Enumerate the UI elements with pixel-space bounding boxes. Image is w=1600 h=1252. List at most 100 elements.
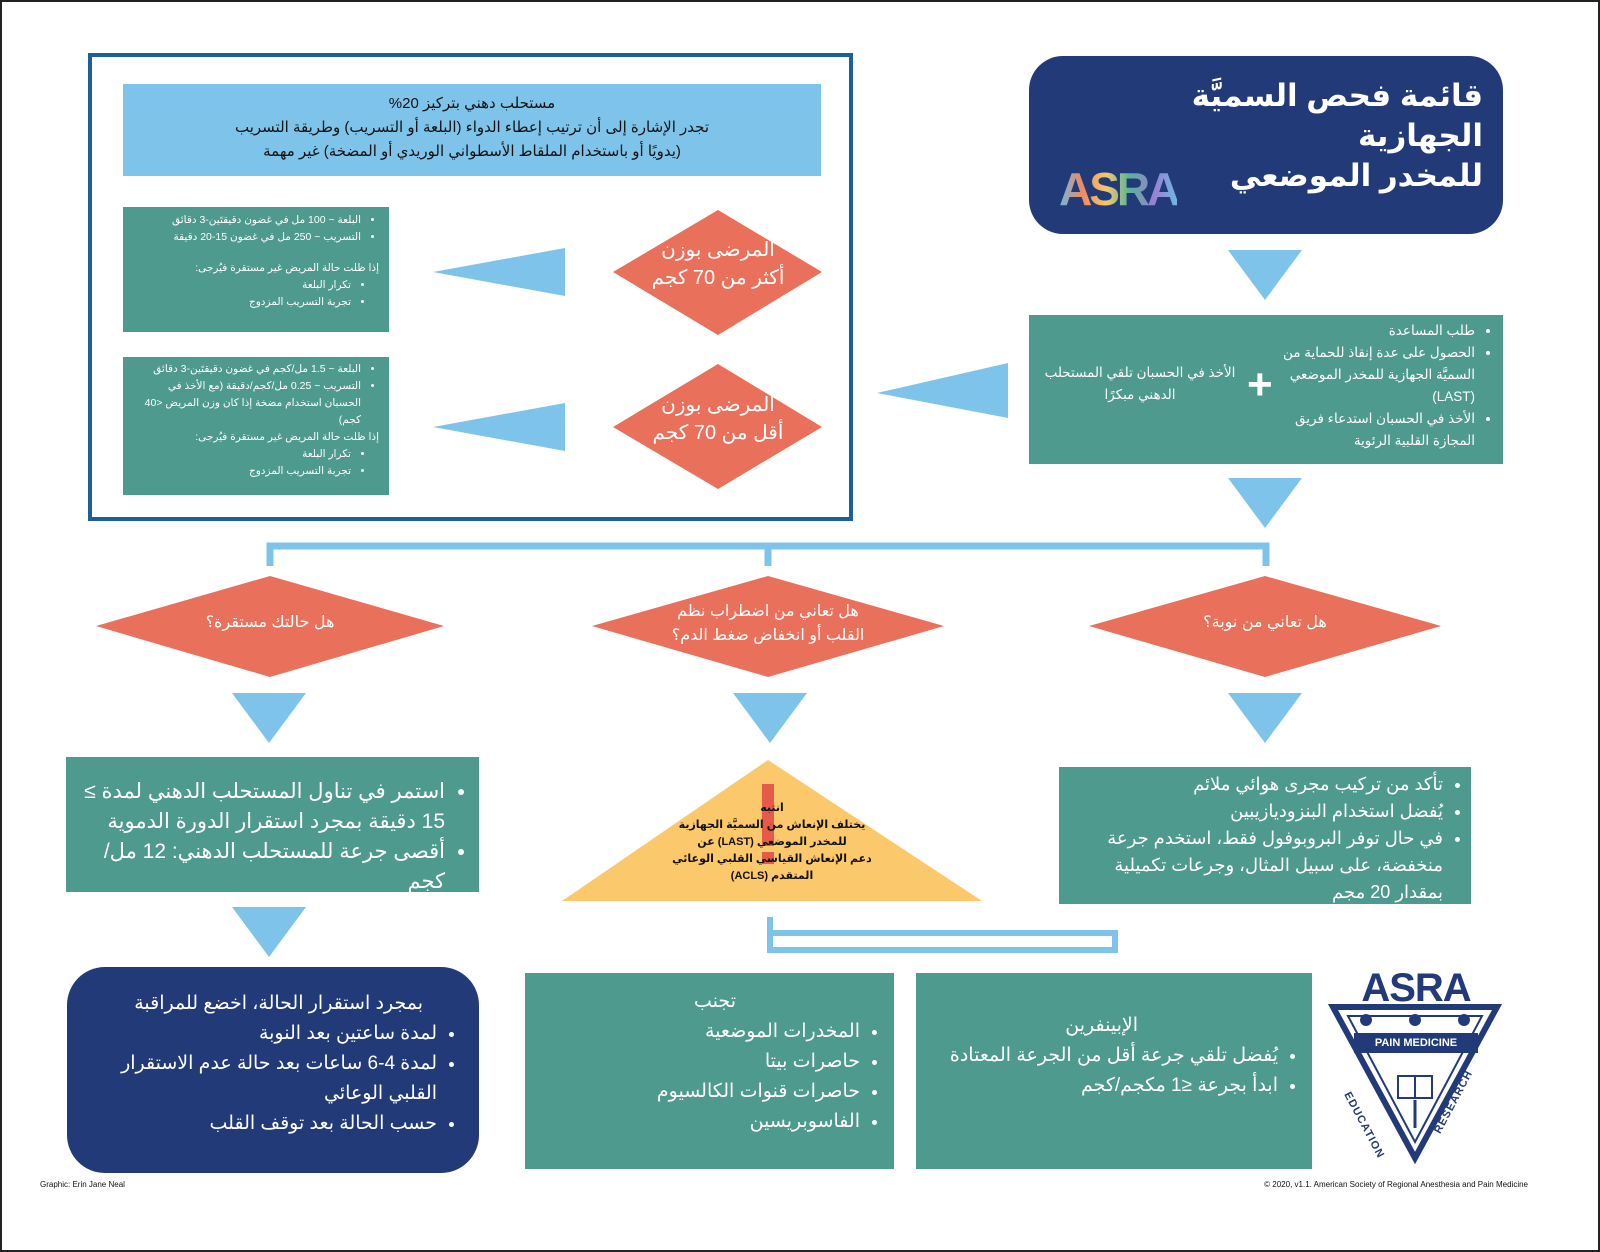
- warning-line5: المتقدم (ACLS): [730, 870, 814, 882]
- epinephrine-box: الإبينفرين يُفضل تلقي جرعة أقل من الجرعة…: [916, 973, 1312, 1169]
- diamond-over70-label: المرضى بوزن أكثر من 70 كجم: [613, 236, 823, 292]
- asra-seal-icon: [1327, 1004, 1503, 1165]
- under70-bolus: البلعة ~ 1.5 مل/كجم في غضون دقيقتَين-3 د…: [129, 361, 361, 378]
- monitor-after-seizure: لمدة ساعتين بعد النوبة: [79, 1019, 437, 1049]
- header-title-line1: قائمة فحص السميَّة الجهازية: [1191, 78, 1483, 153]
- monitoring-box: بمجرد استقرار الحالة، اخضع للمراقبة لمدة…: [67, 967, 479, 1173]
- lipid-continue-list: استمر في تناول المستحلب الدهني لمدة ≥ 15…: [74, 777, 463, 897]
- diamond-over70: [613, 210, 822, 335]
- diamond-under70: [613, 364, 822, 489]
- arrow-left-steps: [877, 363, 1008, 418]
- over70-bolus: البلعة ~ 100 مل في غضون دقيقتَين-3 دقائق: [129, 212, 361, 229]
- header-title: قائمة فحص السميَّة الجهازية للمخدر الموض…: [1063, 76, 1483, 196]
- question-stable-text: هل حالتك مستقرة؟: [205, 614, 335, 631]
- avoid-title: تجنب: [694, 991, 736, 1012]
- avoid-list: المخدرات الموضعية حاصرات بيتا حاصرات قنو…: [533, 1017, 878, 1137]
- diamond-under70-label: المرضى بوزن أقل من 70 كجم: [613, 391, 823, 447]
- monitor-after-arrest: حسب الحالة بعد توقف القلب: [79, 1109, 437, 1139]
- epi-lower-dose: يُفضل تلقي جرعة أقل من الجرعة المعتادة: [924, 1041, 1278, 1071]
- lipid-max-dose: أقصى جرعة للمستحلب الدهني: 12 مل/كجم: [74, 837, 445, 897]
- under70-bullets: البلعة ~ 1.5 مل/كجم في غضون دقيقتَين-3 د…: [129, 361, 379, 429]
- warning-heading: انتبه: [760, 802, 784, 814]
- lipid-continue-15min: استمر في تناول المستحلب الدهني لمدة ≥ 15…: [74, 777, 445, 837]
- question-arrhythmia: هل تعاني من اضطراب نظم القلب أو انخفاض ض…: [592, 600, 944, 648]
- under70-infusion: التسريب ~ 0.25 مل/كجم/دقيقة (مع الأخذ في…: [129, 378, 361, 429]
- arrow-left-over70: [433, 248, 565, 296]
- over70-repeat-bolus: تكرار البلعة: [129, 277, 351, 294]
- seal-title: ASRA: [1361, 966, 1471, 1010]
- under70-repeat-bolus: تكرار البلعة: [129, 446, 351, 463]
- over70-double-infusion: تجربة التسريب المزدوج: [129, 294, 351, 311]
- over70-bullets: البلعة ~ 100 مل في غضون دقيقتَين-3 دقائق…: [129, 212, 379, 246]
- warning-line4: دعم الإنعاش القياسي القلبي الوعائي: [672, 853, 872, 865]
- warning-line2: يختلف الإنعاش من السميَّة الجهازية: [678, 819, 866, 831]
- initial-steps-box: طلب المساعدة الحصول على عدة إنقاذ للحماي…: [1029, 315, 1503, 464]
- warning-text: انتبه يختلف الإنعاش من السميَّة الجهازية…: [642, 800, 902, 885]
- arrow-down-steps: [1228, 478, 1302, 528]
- monitoring-title: بمجرد استقرار الحالة، اخضع للمراقبة: [134, 993, 423, 1014]
- step-call-help: طلب المساعدة: [1255, 320, 1475, 342]
- lipid-note-2: (يدويًا أو باستخدام الملقاط الأسطواني ال…: [263, 143, 681, 160]
- over70-line2: أكثر من 70 كجم: [651, 267, 785, 289]
- seizure-management-box: تأكد من تركيب مجرى هوائي ملائم يُفضل است…: [1059, 767, 1471, 904]
- question-arrhythmia-line2: القلب أو انخفاض ضغط الدم؟: [671, 627, 865, 644]
- seizure-airway: تأكد من تركيب مجرى هوائي ملائم: [1067, 771, 1443, 798]
- arrow-down-seizure: [1228, 693, 1302, 743]
- seizure-benzodiazepine: يُفضل استخدام البنزوديازيبين: [1067, 798, 1443, 825]
- arrow-down-stable: [232, 693, 306, 743]
- diamond-stable: [96, 576, 444, 677]
- lipid-continue-box: استمر في تناول المستحلب الدهني لمدة ≥ 15…: [66, 757, 479, 893]
- arrow-left-under70: [433, 403, 565, 451]
- seal-pain-medicine: PAIN MEDICINE: [1374, 1037, 1458, 1049]
- monitor-after-instability: لمدة 4-6 ساعات بعد حالة عدم الاستقرار ال…: [79, 1049, 437, 1109]
- over70-unstable-note: إذا ظلت حالة المريض غير مستقرة فيُرجى:: [195, 262, 379, 274]
- question-seizure-text: هل تعاني من نوبة؟: [1203, 614, 1327, 631]
- question-stable: هل حالتك مستقرة؟: [96, 612, 444, 632]
- avoid-calcium-blockers: حاصرات قنوات الكالسيوم: [533, 1077, 860, 1107]
- over70-line1: المرضى بوزن: [661, 239, 775, 261]
- header-title-line2: للمخدر الموضعي: [1229, 158, 1483, 193]
- epinephrine-title: الإبينفرين: [1065, 1015, 1138, 1036]
- lipid-emulsion-box: مستحلب دهني بتركيز 20% تجدر الإشارة إلى …: [123, 84, 821, 176]
- question-seizure: هل تعاني من نوبة؟: [1089, 612, 1441, 632]
- initial-steps-list: طلب المساعدة الحصول على عدة إنقاذ للحماي…: [1255, 320, 1493, 452]
- warning-line3: للمخدر الموضعي (LAST) عن: [697, 836, 847, 848]
- step-bypass-team: الأخذ في الحسبان استدعاء فريق المجازة ال…: [1255, 408, 1475, 452]
- header-box: قائمة فحص السميَّة الجهازية للمخدر الموض…: [1029, 56, 1503, 234]
- epinephrine-list: يُفضل تلقي جرعة أقل من الجرعة المعتادة ا…: [924, 1041, 1296, 1101]
- seizure-propofol: في حال توفر البروبوفول فقط، استخدم جرعة …: [1067, 825, 1443, 906]
- avoid-box: تجنب المخدرات الموضعية حاصرات بيتا حاصرا…: [525, 973, 894, 1169]
- footer-credit: Graphic: Erin Jane Neal: [40, 1180, 125, 1189]
- lipid-title: مستحلب دهني بتركيز 20%: [388, 95, 556, 112]
- under70-dosing-box: البلعة ~ 1.5 مل/كجم في غضون دقيقتَين-3 د…: [123, 357, 389, 495]
- footer-copyright: © 2020, v1.1. American Society of Region…: [1264, 1180, 1528, 1189]
- lipid-section-frame: [88, 53, 853, 521]
- under70-unstable-note: إذا ظلت حالة المريض غير مستقرة فيُرجى:: [195, 431, 379, 443]
- over70-dosing-box: البلعة ~ 100 مل في غضون دقيقتَين-3 دقائق…: [123, 207, 389, 332]
- arrow-down-header: [1228, 250, 1302, 300]
- warning-exclamation-dot: [762, 852, 774, 864]
- over70-infusion: التسريب ~ 250 مل في غضون 15-20 دقيقة: [129, 229, 361, 246]
- avoid-local-anesthetics: المخدرات الموضعية: [533, 1017, 860, 1047]
- arrow-down-monitor: [232, 907, 306, 957]
- diamond-arrhythmia: [592, 576, 944, 677]
- arrow-down-arrhythmia: [733, 693, 807, 743]
- over70-sub-bullets: تكرار البلعة تجربة التسريب المزدوج: [129, 277, 379, 311]
- under70-line2: أقل من 70 كجم: [652, 422, 784, 444]
- question-arrhythmia-line1: هل تعاني من اضطراب نظم: [677, 603, 859, 620]
- epi-start-dose: ابدأ بجرعة ≤1 مكجم/كجم: [924, 1071, 1278, 1101]
- avoid-vasopressin: الفاسوبريسين: [533, 1107, 860, 1137]
- lipid-note-1: تجدر الإشارة إلى أن ترتيب إعطاء الدواء (…: [234, 119, 710, 136]
- diamond-seizure: [1089, 576, 1441, 677]
- early-lipid-note: الأخذ في الحسبان تلقي المستحلب الدهني مب…: [1044, 365, 1236, 402]
- monitoring-list: لمدة ساعتين بعد النوبة لمدة 4-6 ساعات بع…: [79, 1019, 455, 1139]
- asra-logo-text: ASRA: [1059, 163, 1180, 215]
- seizure-list: تأكد من تركيب مجرى هوائي ملائم يُفضل است…: [1067, 771, 1461, 906]
- plus-icon: +: [1247, 360, 1273, 409]
- under70-line1: المرضى بوزن: [661, 394, 775, 416]
- avoid-beta-blockers: حاصرات بيتا: [533, 1047, 860, 1077]
- warning-exclamation-bar: [762, 784, 774, 846]
- warning-bracket: [767, 917, 1118, 953]
